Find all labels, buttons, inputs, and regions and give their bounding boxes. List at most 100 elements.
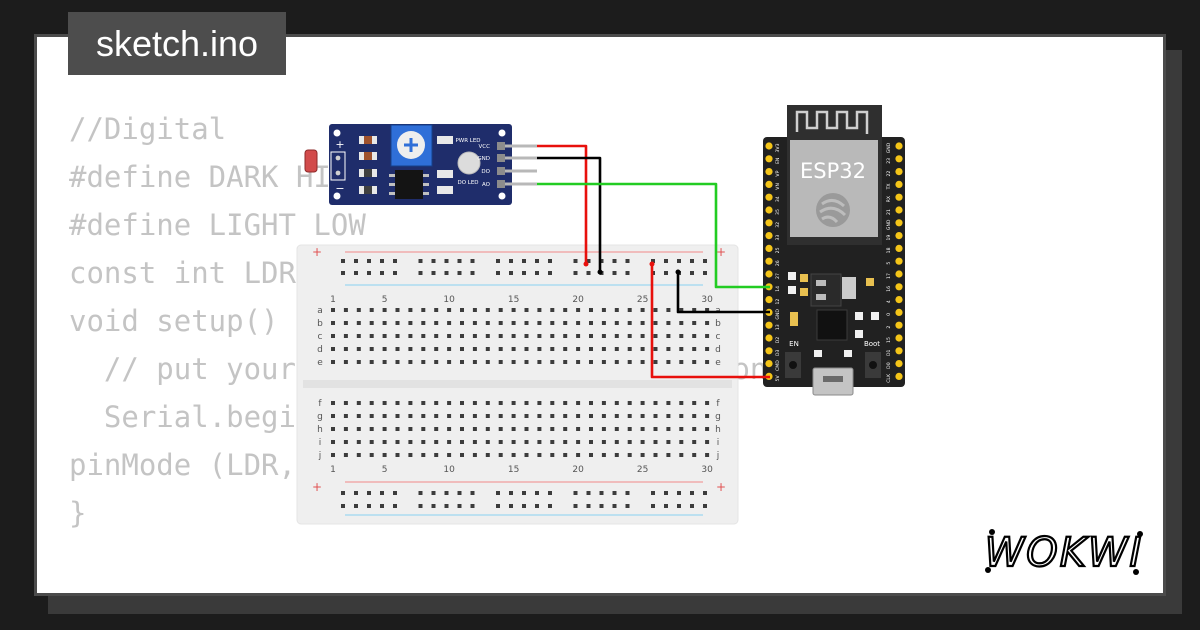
rail-hole[interactable] <box>612 504 617 508</box>
breadboard-hole[interactable] <box>653 453 658 457</box>
rail-hole[interactable] <box>625 491 630 495</box>
rail-hole[interactable] <box>354 259 358 263</box>
breadboard-hole[interactable] <box>537 453 542 457</box>
breadboard-hole[interactable] <box>421 321 426 325</box>
breadboard-hole[interactable] <box>472 334 477 338</box>
breadboard-hole[interactable] <box>601 334 606 338</box>
breadboard-hole[interactable] <box>511 414 516 418</box>
breadboard-hole[interactable] <box>550 308 555 312</box>
rail-hole[interactable] <box>625 271 630 275</box>
rail-hole[interactable] <box>522 271 526 275</box>
breadboard-hole[interactable] <box>614 453 619 457</box>
esp32-pin[interactable] <box>765 244 773 252</box>
breadboard-hole[interactable] <box>343 453 348 457</box>
breadboard-hole[interactable] <box>408 334 413 338</box>
breadboard-hole[interactable] <box>511 360 516 364</box>
breadboard-hole[interactable] <box>576 414 581 418</box>
rail-hole[interactable] <box>651 491 655 495</box>
breadboard-hole[interactable] <box>576 347 581 351</box>
rail-hole[interactable] <box>393 271 397 275</box>
breadboard-hole[interactable] <box>331 321 335 325</box>
breadboard-hole[interactable] <box>343 440 348 444</box>
breadboard-hole[interactable] <box>511 347 516 351</box>
rail-hole[interactable] <box>690 504 694 508</box>
breadboard-hole[interactable] <box>356 414 361 418</box>
breadboard-hole[interactable] <box>524 334 529 338</box>
breadboard-hole[interactable] <box>485 427 490 431</box>
rail-hole[interactable] <box>509 259 513 263</box>
esp32-pin[interactable] <box>765 296 773 304</box>
breadboard-hole[interactable] <box>485 308 490 312</box>
breadboard-hole[interactable] <box>589 414 593 418</box>
breadboard-hole[interactable] <box>653 427 658 431</box>
breadboard-hole[interactable] <box>627 427 632 431</box>
esp32-pin[interactable] <box>895 308 903 316</box>
breadboard-hole[interactable] <box>447 414 452 418</box>
rail-hole[interactable] <box>457 271 462 275</box>
breadboard-hole[interactable] <box>460 427 464 431</box>
breadboard-hole[interactable] <box>395 360 400 364</box>
rail-hole[interactable] <box>573 504 578 508</box>
breadboard-hole[interactable] <box>434 321 439 325</box>
breadboard-hole[interactable] <box>640 427 645 431</box>
breadboard-hole[interactable] <box>537 360 542 364</box>
esp32-pin[interactable] <box>895 296 903 304</box>
rail-hole[interactable] <box>431 259 436 263</box>
breadboard-hole[interactable] <box>498 321 503 325</box>
esp32-pin[interactable] <box>765 206 773 214</box>
breadboard-hole[interactable] <box>601 401 606 405</box>
esp32-pin[interactable] <box>765 321 773 329</box>
rail-hole[interactable] <box>703 491 707 495</box>
breadboard-hole[interactable] <box>485 347 490 351</box>
breadboard-hole[interactable] <box>356 440 361 444</box>
rail-hole[interactable] <box>690 491 694 495</box>
breadboard-hole[interactable] <box>369 453 374 457</box>
rail-hole[interactable] <box>664 491 668 495</box>
breadboard-hole[interactable] <box>485 321 490 325</box>
breadboard-hole[interactable] <box>589 308 593 312</box>
rail-hole[interactable] <box>457 504 462 508</box>
rail-hole[interactable] <box>341 259 345 263</box>
rail-hole[interactable] <box>522 491 526 495</box>
breadboard-hole[interactable] <box>369 321 374 325</box>
breadboard-hole[interactable] <box>356 401 361 405</box>
breadboard-hole[interactable] <box>472 321 477 325</box>
breadboard-hole[interactable] <box>485 414 490 418</box>
rail-hole[interactable] <box>548 259 552 263</box>
breadboard-hole[interactable] <box>382 347 387 351</box>
breadboard-hole[interactable] <box>640 453 645 457</box>
breadboard-hole[interactable] <box>382 414 387 418</box>
breadboard-hole[interactable] <box>537 414 542 418</box>
rail-hole[interactable] <box>380 259 384 263</box>
breadboard-hole[interactable] <box>343 414 348 418</box>
breadboard-hole[interactable] <box>550 360 555 364</box>
esp32-pin[interactable] <box>895 372 903 380</box>
breadboard-hole[interactable] <box>421 401 426 405</box>
breadboard-hole[interactable] <box>395 321 400 325</box>
esp32-pin[interactable] <box>765 155 773 163</box>
breadboard-hole[interactable] <box>614 401 619 405</box>
rail-hole[interactable] <box>690 271 694 275</box>
rail-hole[interactable] <box>470 491 475 495</box>
breadboard-hole[interactable] <box>331 334 335 338</box>
breadboard-hole[interactable] <box>550 401 555 405</box>
breadboard-hole[interactable] <box>627 360 632 364</box>
breadboard-hole[interactable] <box>421 427 426 431</box>
breadboard-hole[interactable] <box>395 440 400 444</box>
breadboard-hole[interactable] <box>576 440 581 444</box>
breadboard-hole[interactable] <box>382 440 387 444</box>
breadboard-hole[interactable] <box>666 334 671 338</box>
breadboard-hole[interactable] <box>524 427 529 431</box>
breadboard-hole[interactable] <box>627 308 632 312</box>
breadboard-hole[interactable] <box>550 321 555 325</box>
breadboard-hole[interactable] <box>653 334 658 338</box>
breadboard-hole[interactable] <box>343 308 348 312</box>
breadboard-hole[interactable] <box>382 308 387 312</box>
breadboard-hole[interactable] <box>550 334 555 338</box>
esp32-pin[interactable] <box>895 244 903 252</box>
breadboard-hole[interactable] <box>395 414 400 418</box>
breadboard-hole[interactable] <box>524 414 529 418</box>
esp32-pin[interactable] <box>895 168 903 176</box>
breadboard-hole[interactable] <box>356 334 361 338</box>
breadboard-hole[interactable] <box>614 334 619 338</box>
